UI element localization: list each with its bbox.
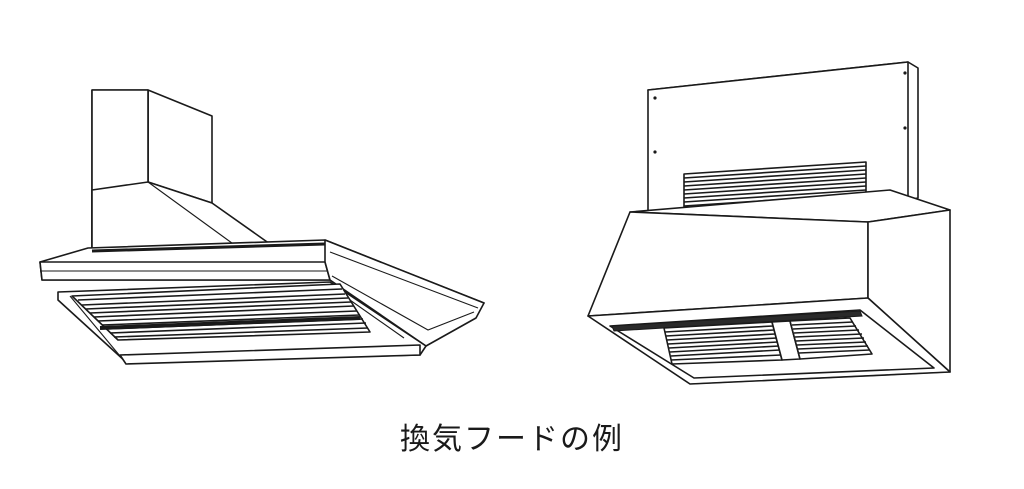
figure-caption: 換気フードの例	[400, 422, 624, 457]
wall-panel-hood-illustration	[587, 61, 951, 385]
underside-fan-grille-right	[789, 317, 873, 360]
duct-transition	[91, 181, 271, 253]
underside-fan-grille-left	[663, 321, 783, 365]
hood-lower-lip	[119, 344, 421, 365]
chimney-hood-illustration	[39, 89, 485, 365]
